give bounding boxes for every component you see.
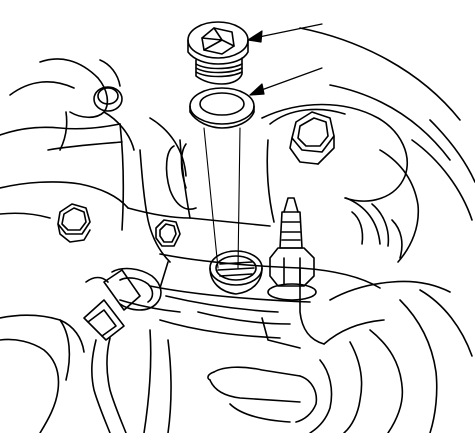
drain-plug <box>187 21 249 85</box>
engine-housing <box>0 27 475 433</box>
sensor-connector <box>83 267 162 433</box>
left-hex-bolt <box>57 203 91 243</box>
upper-left-bolt <box>93 86 123 112</box>
stud-bolt <box>267 197 317 301</box>
sealing-washer <box>189 87 255 129</box>
callout-arrow-plug <box>247 23 323 43</box>
casting-hex-nut <box>155 219 181 247</box>
upper-right-hex-bolt <box>289 111 335 165</box>
assembly-centerline <box>203 127 241 269</box>
filler-hole <box>209 250 263 295</box>
callout-arrow-washer <box>249 67 323 96</box>
